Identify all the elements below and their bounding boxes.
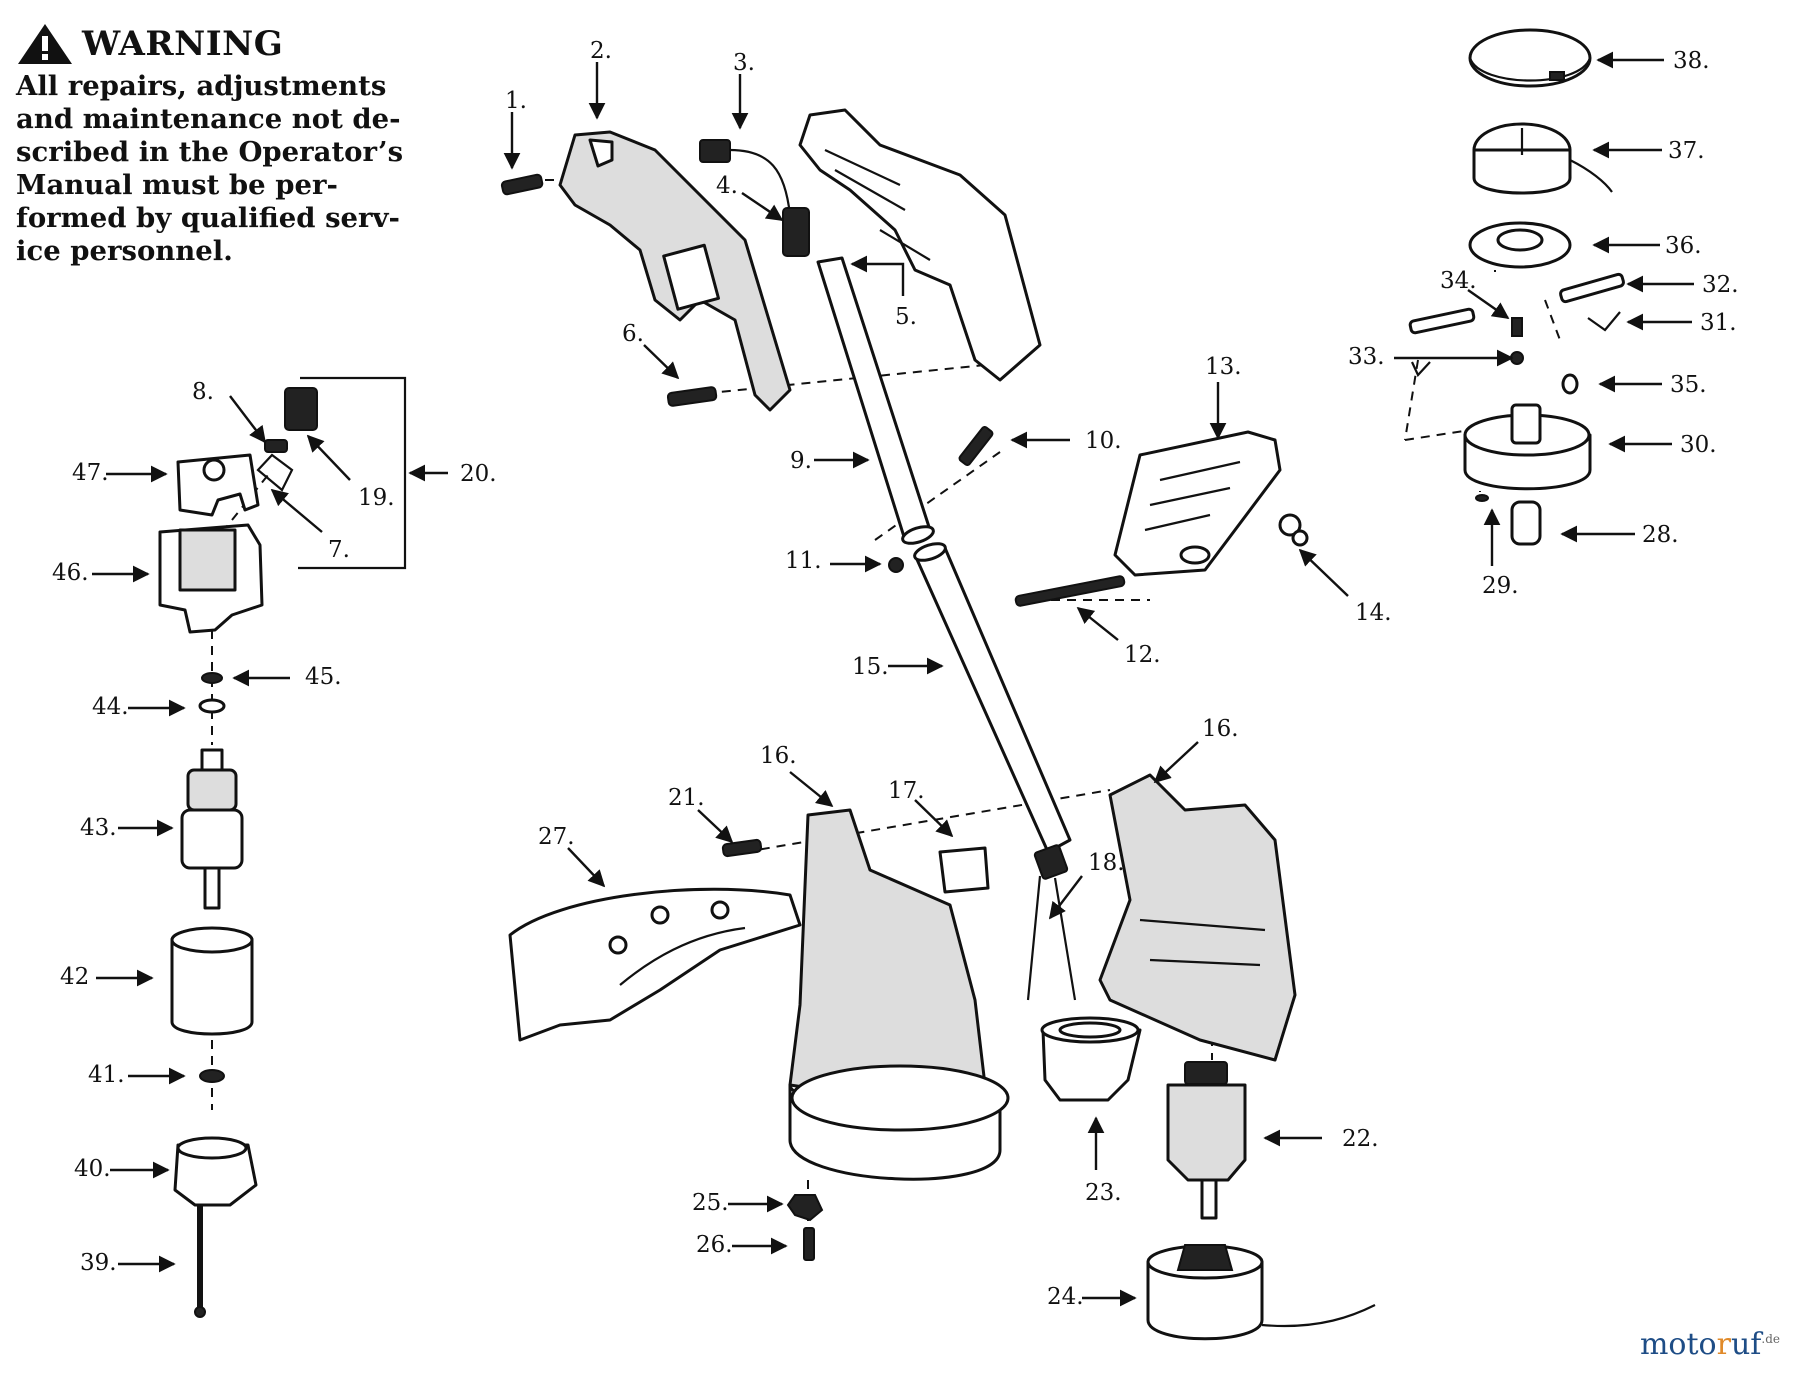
part-number-label: 24.: [1047, 1284, 1084, 1310]
part-number-label: 45.: [305, 664, 342, 690]
part-number-label: 44.: [92, 694, 129, 720]
part-number-label: 40.: [74, 1156, 111, 1182]
part-number-label: 23.: [1085, 1180, 1122, 1206]
part-number-label: 3.: [733, 50, 755, 76]
warning-line: ice personnel.: [16, 235, 233, 267]
part-number-label: 15.: [852, 654, 889, 680]
head-housing-right: [786, 773, 1376, 1341]
warning-line: formed by qualified serv-: [16, 202, 400, 234]
callout-arrow: [229, 395, 267, 444]
spool-assembly-right: [1408, 28, 1625, 546]
part-number-label: 8.: [192, 379, 214, 405]
part-number-label: 2.: [590, 38, 612, 64]
head-housing-left: [508, 808, 1010, 1181]
part-number-label: 26.: [696, 1232, 733, 1258]
part-number-label: 43.: [80, 815, 117, 841]
callout-arrow: [789, 771, 834, 808]
motor-assembly-left: [158, 387, 318, 1318]
part-number-label: 36.: [1665, 233, 1702, 259]
callout-arrow: [1467, 289, 1510, 319]
callout-arrow: [1076, 606, 1119, 641]
part-number-label: 38.: [1673, 48, 1710, 74]
part-number-label: 12.: [1124, 642, 1161, 668]
part-number-label: 25.: [692, 1190, 729, 1216]
handle-assembly: [500, 108, 1042, 412]
part-number-label: 13.: [1205, 354, 1242, 380]
part-number-label: 30.: [1680, 432, 1717, 458]
part-number-label: 20.: [460, 461, 497, 487]
part-number-label: 35.: [1670, 372, 1707, 398]
part-number-label: 39.: [80, 1250, 117, 1276]
part-number-label: 5.: [895, 304, 917, 330]
callout-arrow: [697, 809, 734, 844]
part-number-label: 47.: [72, 460, 109, 486]
warning-header: WARNING: [16, 22, 416, 66]
callout-arrow: [741, 192, 784, 221]
callout-arrow: [1153, 741, 1199, 784]
warning-text: All repairs, adjustments and maintenance…: [16, 70, 411, 268]
part-number-label: 1.: [505, 88, 527, 114]
callout-arrow: [1298, 548, 1349, 597]
part-number-label: 17.: [888, 778, 925, 804]
part-number-label: 41.: [88, 1062, 125, 1088]
part-number-label: 11.: [785, 548, 822, 574]
part-number-label: 21.: [668, 785, 705, 811]
part-number-label: 34.: [1440, 268, 1477, 294]
warning-triangle-icon: [18, 24, 72, 64]
part-number-label: 42: [60, 964, 89, 990]
callout-arrow: [567, 847, 606, 888]
part-number-label: 6.: [622, 321, 644, 347]
part-number-label: 27.: [538, 824, 575, 850]
part-number-label: 18.: [1088, 850, 1125, 876]
part-number-label: 31.: [1700, 310, 1737, 336]
part-number-label: 32.: [1702, 272, 1739, 298]
part-number-label: 9.: [790, 448, 812, 474]
brand-accent: r: [1716, 1327, 1731, 1362]
brand-text: moto: [1639, 1327, 1717, 1362]
part-number-label: 4.: [716, 173, 738, 199]
part-number-label: 16.: [1202, 716, 1239, 742]
warning-line: scribed in the Operator’s: [16, 136, 404, 168]
watermark-logo: motoruf.de: [1640, 1327, 1780, 1362]
warning-line: Manual must be per-: [16, 169, 338, 201]
warning-line: All repairs, adjustments: [16, 70, 387, 102]
part-number-label: 7.: [328, 537, 350, 563]
callout-arrow: [914, 799, 954, 838]
callout-arrow: [306, 434, 351, 481]
part-number-label: 22.: [1342, 1126, 1379, 1152]
warning-line: and maintenance not de-: [16, 103, 401, 135]
brand-tld: .de: [1761, 1332, 1780, 1346]
part-number-label: 29.: [1482, 573, 1519, 599]
callout-arrow: [270, 488, 323, 533]
callout-arrow: [643, 344, 680, 380]
part-number-label: 33.: [1348, 344, 1385, 370]
callout-arrow: [1048, 875, 1083, 920]
part-number-label: 14.: [1355, 600, 1392, 626]
callout-labels: 1. 2. 3. 4. 5. 6. 7. 8. 9. 10. 11. 12. 13. 14. 15. 16. 1…: [52, 38, 1739, 1310]
part-number-label: 37.: [1668, 138, 1705, 164]
part-number-label: 16.: [760, 743, 797, 769]
part-number-label: 28.: [1642, 522, 1679, 548]
warning-title: WARNING: [82, 24, 284, 64]
warning-block: WARNING All repairs, adjustments and mai…: [16, 22, 416, 268]
assembly-bracket-20: [298, 376, 407, 570]
cover-plate-13: [1014, 430, 1309, 607]
shaft-assembly: [816, 256, 1077, 1001]
part-number-label: 10.: [1085, 428, 1122, 454]
part-number-label: 19.: [358, 485, 395, 511]
part-number-label: 46.: [52, 560, 89, 586]
brand-text-end: uf: [1730, 1327, 1762, 1362]
callout-arrow: [850, 255, 905, 296]
